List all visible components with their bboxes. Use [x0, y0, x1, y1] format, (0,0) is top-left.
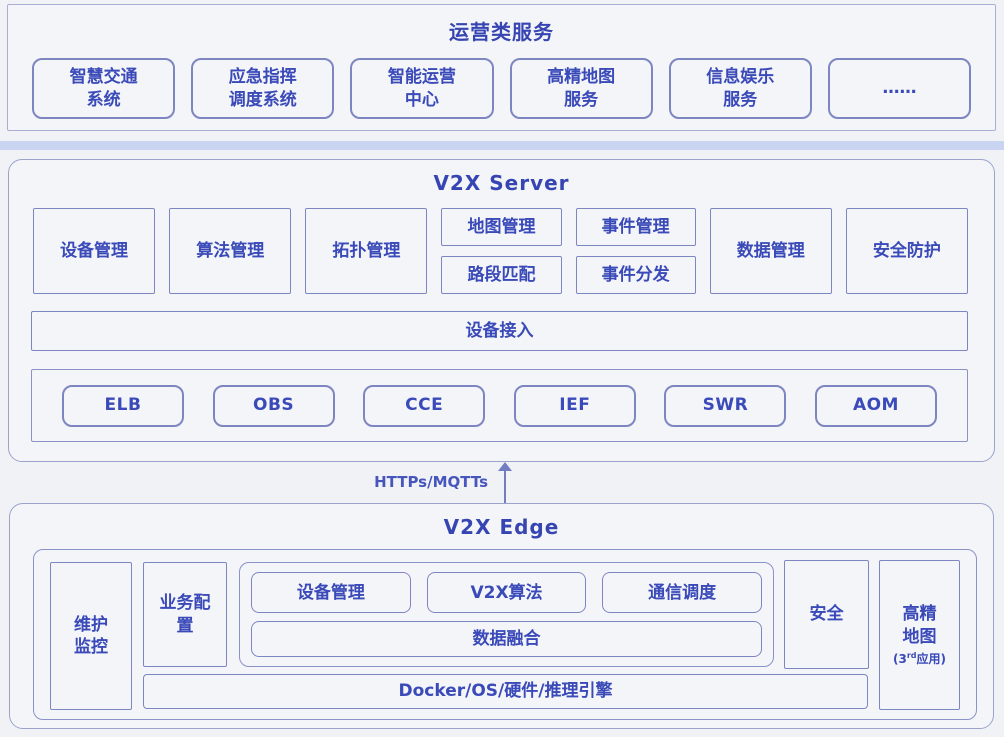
arrow-line — [504, 470, 506, 503]
box-obs: OBS — [212, 384, 335, 427]
box-infotainment-service: 信息娱乐 服务 — [668, 58, 812, 119]
edge-to-server-connector: HTTPs/MQTTs — [0, 462, 1004, 503]
box-smart-traffic-system: 智慧交通 系统 — [32, 58, 176, 119]
layer-divider-bar — [0, 141, 1004, 150]
device-access-bar: 设备接入 — [31, 311, 968, 351]
edge-inner-container: 维护 监控 业务配置 设备管理 V2X算法 通信调度 数据融合 安全 高精 地图… — [33, 549, 977, 720]
stack-event: 事件管理 事件分发 — [575, 208, 696, 294]
box-event-management: 事件管理 — [575, 208, 696, 246]
box-hd-map-service: 高精地图 服务 — [509, 58, 653, 119]
stack-map: 地图管理 路段匹配 — [441, 208, 562, 294]
box-more-services-ellipsis: …… — [827, 58, 972, 119]
v2x-edge-layer: V2X Edge 维护 监控 业务配置 设备管理 V2X算法 通信调度 数据融合… — [9, 503, 994, 729]
server-management-row: 设备管理 算法管理 拓扑管理 地图管理 路段匹配 事件管理 事件分发 数据管理 … — [33, 208, 968, 294]
box-aom: AOM — [814, 384, 937, 427]
box-topology-management: 拓扑管理 — [305, 208, 428, 294]
box-data-management: 数据管理 — [709, 208, 832, 294]
arrow-up-icon — [498, 462, 512, 471]
box-algorithm-management: 算法管理 — [169, 208, 292, 294]
box-elb: ELB — [62, 384, 184, 427]
box-road-segment-matching: 路段匹配 — [441, 256, 562, 294]
v2x-server-layer: V2X Server 设备管理 算法管理 拓扑管理 地图管理 路段匹配 事件管理… — [8, 159, 995, 462]
box-edge-security: 安全 — [784, 560, 869, 669]
box-map-management: 地图管理 — [441, 208, 562, 246]
edge-hd-map-sublabel: (3rd应用) — [892, 650, 946, 666]
box-ief: IEF — [513, 384, 636, 427]
protocol-label: HTTPs/MQTTs — [374, 473, 488, 491]
box-data-fusion: 数据融合 — [251, 621, 762, 657]
box-v2x-algorithm: V2X算法 — [426, 572, 587, 614]
edge-function-group: 设备管理 V2X算法 通信调度 数据融合 — [239, 562, 774, 667]
box-device-management: 设备管理 — [33, 208, 156, 294]
operations-box-row: 智慧交通 系统 应急指挥 调度系统 智能运营 中心 高精地图 服务 信息娱乐 服… — [32, 58, 972, 119]
box-edge-device-management: 设备管理 — [251, 572, 411, 614]
box-intelligent-operation-center: 智能运营 中心 — [350, 58, 494, 119]
box-emergency-dispatch-system: 应急指挥 调度系统 — [191, 58, 335, 119]
box-event-distribution: 事件分发 — [575, 256, 696, 294]
box-cce: CCE — [363, 384, 486, 427]
operations-layer-title: 运营类服务 — [449, 20, 554, 44]
box-security-protection: 安全防护 — [845, 208, 968, 294]
box-swr: SWR — [664, 384, 787, 427]
v2x-server-title: V2X Server — [433, 171, 570, 195]
box-maintenance-monitoring: 维护 监控 — [50, 562, 132, 710]
box-communication-scheduling: 通信调度 — [602, 572, 763, 614]
box-business-configuration: 业务配置 — [143, 562, 227, 667]
box-docker-os-hardware: Docker/OS/硬件/推理引擎 — [143, 674, 868, 709]
paas-services-container: ELB OBS CCE IEF SWR AOM — [31, 369, 968, 442]
edge-hd-map-label: 高精 地图 — [902, 603, 937, 647]
box-edge-hd-map: 高精 地图 (3rd应用) — [879, 560, 960, 710]
v2x-edge-title: V2X Edge — [443, 515, 560, 539]
operations-layer: 运营类服务 智慧交通 系统 应急指挥 调度系统 智能运营 中心 高精地图 服务 … — [7, 4, 996, 131]
edge-function-row: 设备管理 V2X算法 通信调度 — [251, 572, 763, 614]
